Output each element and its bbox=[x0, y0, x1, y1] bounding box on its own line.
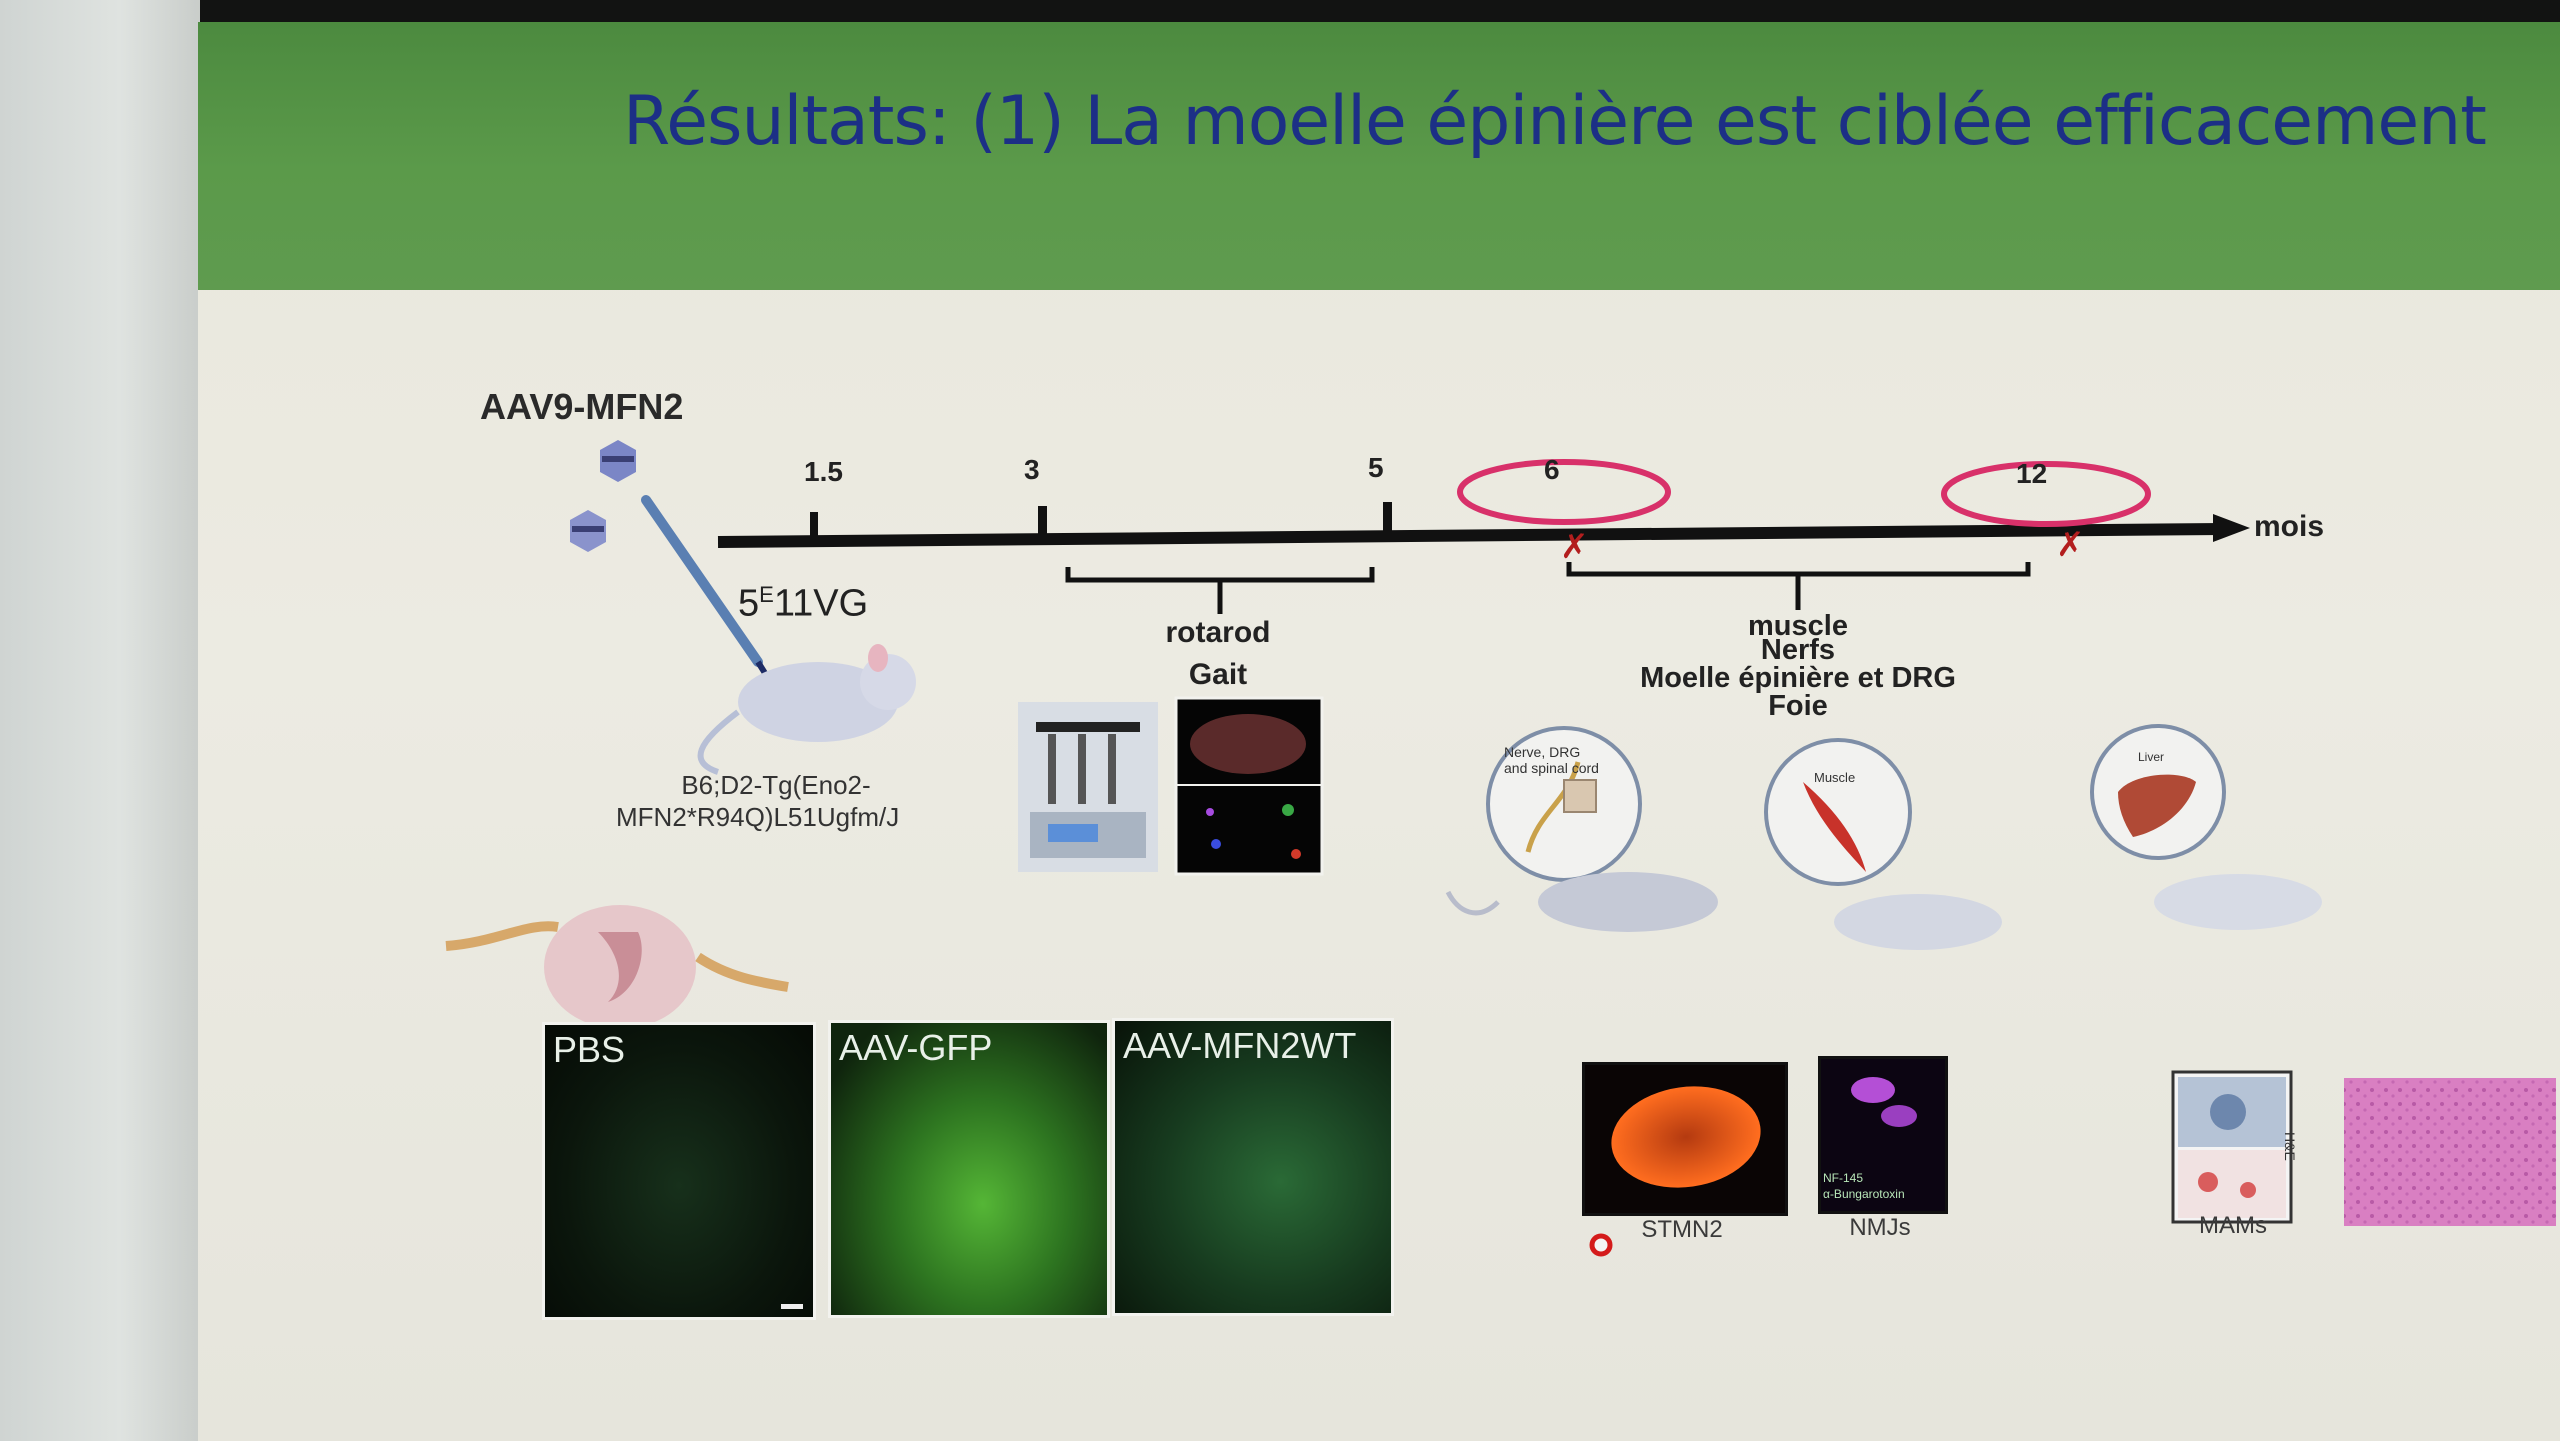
tick-label-12: 12 bbox=[2016, 458, 2048, 489]
spinal-panel-aav-mfn2wt: AAV-MFN2WT bbox=[1112, 1018, 1394, 1316]
svg-text:✗: ✗ bbox=[2056, 525, 2085, 565]
he-stain-image bbox=[2344, 1078, 2556, 1226]
svg-text:✗: ✗ bbox=[1560, 527, 1589, 567]
axis-unit-label: mois bbox=[2254, 510, 2325, 543]
tick-label-1-5: 1.5 bbox=[804, 456, 843, 487]
tissue-nerfs: Nerfs bbox=[1760, 634, 1836, 666]
strain-line-2: MFN2*R94Q)L51Ugfm/J bbox=[616, 802, 900, 832]
timeline-axis: ✗ ✗ bbox=[717, 502, 2250, 567]
liver-icon-label: Liver bbox=[2138, 750, 2165, 764]
tissue-muscle: muscle bbox=[1748, 610, 1848, 642]
mouse-icon bbox=[697, 644, 916, 775]
tissue-foie: Foie bbox=[1768, 690, 1828, 722]
slide-title: Résultats: (1) La moelle épinière est ci… bbox=[623, 82, 2487, 161]
muscle-magnifier-icon bbox=[1764, 738, 2002, 950]
spinal-panel-pbs: PBS bbox=[542, 1022, 816, 1320]
presentation-slide: Résultats: (1) La moelle épinière est ci… bbox=[198, 22, 2560, 1441]
spinal-panel-label-aav-gfp: AAV-GFP bbox=[839, 1027, 993, 1068]
liver-magnifier-icon bbox=[2090, 724, 2322, 930]
syringe-icon bbox=[570, 440, 781, 696]
nmj-image: NF-145 α-Bungarotoxin bbox=[1818, 1056, 1948, 1214]
tick-label-5: 5 bbox=[1368, 452, 1384, 483]
mams-image bbox=[2171, 1070, 2293, 1224]
vector-label: AAV9-MFN2 bbox=[480, 386, 684, 427]
behaviour-bracket bbox=[1065, 567, 1375, 614]
tissue-spinal-cord-drg: Moelle épinière et DRG bbox=[1640, 662, 1956, 694]
strain-line-1: B6;D2-Tg(Eno2- bbox=[681, 770, 871, 800]
stmn2-image bbox=[1582, 1062, 1788, 1216]
spinal-cord-icon bbox=[445, 905, 789, 1029]
he-label: H&E bbox=[2282, 1132, 2298, 1161]
monitor-bezel bbox=[200, 0, 2560, 22]
spinal-panel-label-aav-mfn2wt: AAV-MFN2WT bbox=[1123, 1025, 1357, 1066]
muscle-icon-label: Muscle bbox=[1814, 770, 1856, 785]
background-wall bbox=[0, 0, 200, 1441]
stmn2-caption: STMN2 bbox=[1641, 1216, 1723, 1243]
nerve-magnifier-icon bbox=[1445, 726, 1718, 932]
gait-image bbox=[1174, 696, 1324, 876]
nmj-stain-1 bbox=[1851, 1077, 1895, 1103]
tick-label-6: 6 bbox=[1544, 454, 1560, 485]
spinal-panel-aav-gfp: AAV-GFP bbox=[828, 1020, 1110, 1318]
tissue-bracket bbox=[1566, 562, 2031, 610]
behaviour-test-rotarod: rotarod bbox=[1165, 616, 1271, 649]
nerve-icon-label-1: Nerve, DRG bbox=[1504, 744, 1581, 760]
behaviour-test-gait: Gait bbox=[1188, 658, 1248, 691]
nmj-stain-label-1: NF-145 bbox=[1823, 1171, 1864, 1185]
highlight-circle-12 bbox=[1941, 461, 2151, 527]
dose-label: 5E11VG bbox=[738, 582, 869, 625]
mams-caption: MAMs bbox=[2199, 1212, 2267, 1239]
nmj-stain-2 bbox=[1881, 1105, 1917, 1127]
laser-pointer-dot bbox=[1589, 1233, 1613, 1257]
nmjs-caption: NMJs bbox=[1849, 1214, 1911, 1241]
scale-bar bbox=[781, 1304, 803, 1309]
tick-label-3: 3 bbox=[1024, 454, 1040, 485]
slide-header-band bbox=[198, 22, 2560, 290]
nmj-stain-label-2: α-Bungarotoxin bbox=[1823, 1187, 1905, 1201]
spinal-panel-label-pbs: PBS bbox=[553, 1029, 626, 1070]
nerve-icon-label-2: and spinal cord bbox=[1504, 760, 1599, 776]
rotarod-image bbox=[1018, 702, 1158, 872]
stmn2-stain bbox=[1604, 1077, 1768, 1197]
highlight-circle-6 bbox=[1457, 459, 1671, 525]
